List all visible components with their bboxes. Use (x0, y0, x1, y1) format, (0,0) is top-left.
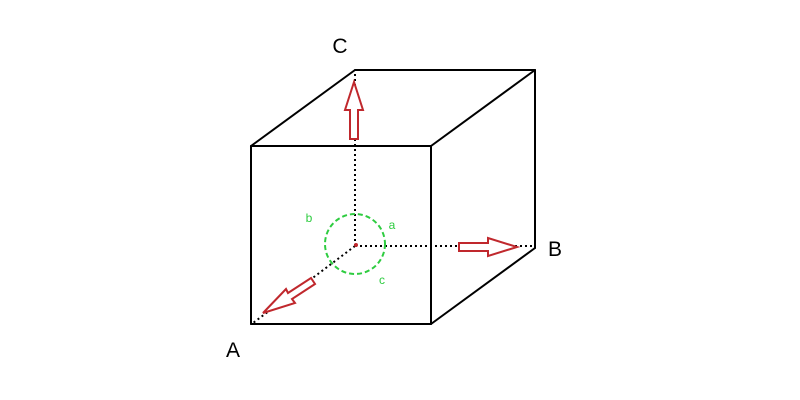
cube-edge-bottom-right (430, 247, 536, 325)
axis-label-a: A (226, 339, 240, 362)
arrow-c (343, 78, 365, 140)
axis-label-c: C (332, 35, 347, 58)
arrow-a (262, 276, 317, 314)
cube-edge-top-left (250, 69, 356, 147)
angle-circle (324, 213, 386, 275)
angle-label-c: c (379, 273, 385, 287)
origin-point (354, 243, 358, 247)
angle-label-b: b (306, 211, 313, 225)
axis-label-b: B (548, 238, 562, 261)
direction-arrows (262, 78, 521, 314)
cube-edge-top-right (430, 69, 536, 147)
arrow-b (458, 236, 521, 258)
axes (252, 70, 532, 324)
cube (250, 69, 536, 325)
angle-label-a: a (389, 218, 396, 232)
